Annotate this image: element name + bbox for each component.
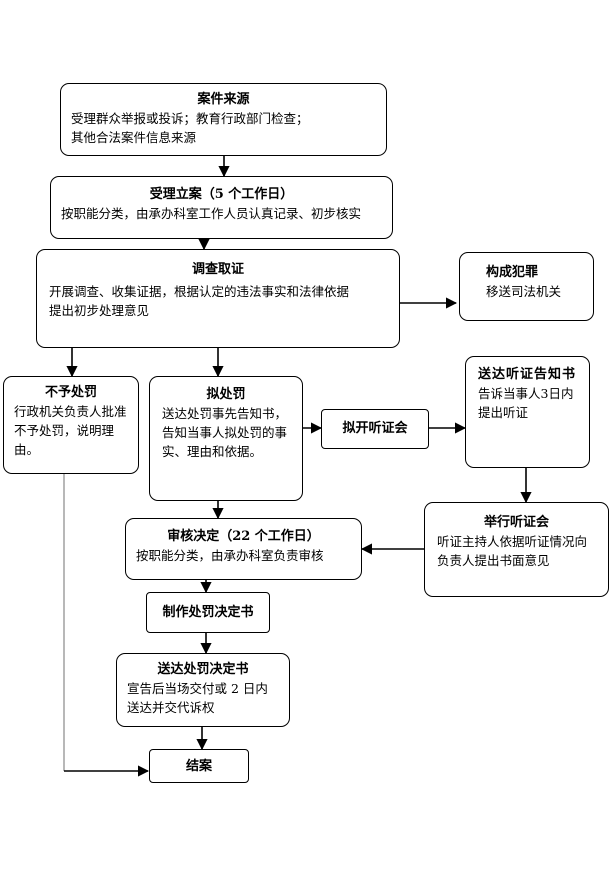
node-hearing-open: 拟开听证会: [321, 409, 429, 449]
node-hearing-hold-title: 举行听证会: [483, 515, 549, 530]
node-hearing-open-title: 拟开听证会: [342, 421, 408, 436]
node-make-decision-title: 制作处罚决定书: [162, 605, 254, 620]
node-hearing-notice-body: 告诉当事人3日内提出听证: [478, 386, 574, 420]
node-propose-penalty-title: 拟处罚: [206, 387, 246, 402]
node-crime-body: 移送司法机关: [486, 284, 562, 299]
node-case-source-title: 案件来源: [197, 92, 250, 107]
node-hearing-hold: 举行听证会 听证主持人依据听证情况向负责人提出书面意见: [424, 502, 609, 597]
node-deliver-decision-body: 宣告后当场交付或 2 日内送达并交代诉权: [127, 681, 268, 715]
node-accept-case: 受理立案（5 个工作日） 按职能分类，由承办科室工作人员认真记录、初步核实: [50, 176, 393, 239]
node-investigate: 调查取证 开展调查、收集证据，根据认定的违法事实和法律依据 提出初步处理意见: [36, 249, 400, 348]
node-no-penalty-title: 不予处罚: [44, 385, 97, 400]
node-accept-case-body: 按职能分类，由承办科室工作人员认真记录、初步核实: [61, 206, 362, 221]
node-hearing-hold-body: 听证主持人依据听证情况向负责人提出书面意见: [437, 534, 588, 568]
node-review-body: 按职能分类，由承办科室负责审核: [136, 548, 324, 563]
node-crime-title: 构成犯罪: [486, 265, 539, 280]
node-review-title: 审核决定（22 个工作日）: [167, 529, 320, 544]
node-review: 审核决定（22 个工作日） 按职能分类，由承办科室负责审核: [125, 518, 362, 580]
node-case-source-line1: 受理群众举报或投诉；教育行政部门检查；: [71, 111, 309, 126]
node-crime: 构成犯罪 移送司法机关: [459, 252, 594, 321]
node-deliver-decision-title: 送达处罚决定书: [157, 662, 249, 677]
node-propose-penalty-body: 送达处罚事先告知书，告知当事人拟处罚的事实、理由和依据。: [162, 406, 288, 459]
node-investigate-line2: 提出初步处理意见: [49, 303, 150, 318]
node-hearing-notice-title: 送达听证告知书: [478, 367, 577, 382]
node-close-case: 结案: [149, 749, 249, 783]
node-close-case-title: 结案: [185, 759, 212, 774]
node-no-penalty: 不予处罚 行政机关负责人批准不予处罚，说明理由。: [3, 376, 139, 474]
node-deliver-decision: 送达处罚决定书 宣告后当场交付或 2 日内送达并交代诉权: [116, 653, 290, 727]
node-propose-penalty: 拟处罚 送达处罚事先告知书，告知当事人拟处罚的事实、理由和依据。: [149, 376, 303, 501]
node-make-decision: 制作处罚决定书: [146, 592, 270, 633]
node-case-source: 案件来源 受理群众举报或投诉；教育行政部门检查； 其他合法案件信息来源: [60, 83, 387, 156]
node-case-source-line2: 其他合法案件信息来源: [71, 130, 197, 145]
node-investigate-line1: 开展调查、收集证据，根据认定的违法事实和法律依据: [49, 284, 350, 299]
node-accept-case-title: 受理立案（5 个工作日）: [149, 187, 294, 202]
node-investigate-title: 调查取证: [191, 262, 244, 277]
node-hearing-notice: 送达听证告知书 告诉当事人3日内提出听证: [465, 356, 590, 468]
node-no-penalty-body: 行政机关负责人批准不予处罚，说明理由。: [14, 404, 127, 457]
